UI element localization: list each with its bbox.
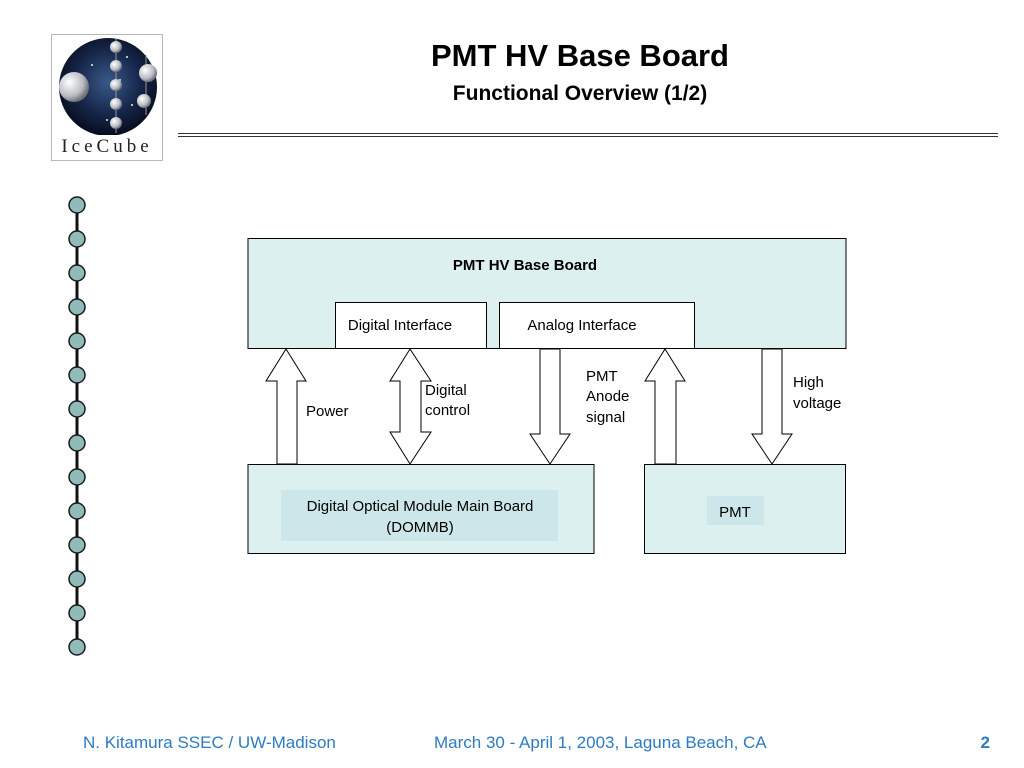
page-number: 2 [980, 733, 990, 752]
chain-bead [68, 570, 86, 588]
analog-interface-label: Analog Interface [527, 317, 636, 334]
chain-bead [68, 400, 86, 418]
pmt-anode-signal-label-line1: PMT [586, 368, 618, 385]
chain-bead [68, 502, 86, 520]
pmt-anode-signal-label-line3: signal [586, 409, 626, 426]
high-voltage-label-line2: voltage [793, 395, 842, 412]
logo-text: IceCube [61, 136, 153, 157]
beads [68, 196, 86, 656]
digital-control-double-arrow [389, 348, 432, 465]
power-arrow-up [265, 348, 307, 465]
chain-bead [68, 230, 86, 248]
high-voltage-arrow-down [751, 348, 793, 465]
chain-bead [68, 332, 86, 350]
page-subtitle: Functional Overview (1/2) [452, 82, 708, 105]
pmt-anode-signal-label-line2: Anode [586, 388, 630, 405]
chain-bead [68, 298, 86, 316]
chain-bead [68, 536, 86, 554]
digital-interface-box [335, 302, 487, 349]
digital-interface-label: Digital Interface [348, 317, 452, 334]
dommb-label-background [281, 490, 558, 541]
icecube-emblem [59, 38, 157, 136]
icecube-logo: IceCube [51, 34, 163, 161]
analog-interface-box [499, 302, 695, 349]
dommb-label-line1: Digital Optical Module Main Board [307, 498, 534, 515]
title-divider [178, 133, 998, 137]
digital-control-label-line2: control [425, 402, 471, 419]
anode-signal-arrow-down [529, 348, 571, 465]
hv-base-board-label: PMT HV Base Board [453, 257, 597, 274]
pmt-label-background [707, 496, 764, 525]
footer-author: N. Kitamura SSEC / UW-Madison [83, 733, 336, 752]
chain-bead [68, 434, 86, 452]
high-voltage-label-line1: High [793, 374, 824, 391]
chain-bead [68, 196, 86, 214]
pmt-arrow-up [644, 348, 686, 465]
dommb-label-line2: (DOMMB) [386, 519, 454, 536]
digital-control-label-line1: Digital [425, 382, 467, 399]
bead-chain-decoration [68, 196, 86, 656]
power-label: Power [306, 403, 349, 420]
footer-event: March 30 - April 1, 2003, Laguna Beach, … [434, 733, 767, 752]
chain-bead [68, 366, 86, 384]
chain-bead [68, 638, 86, 656]
chain-bead [68, 468, 86, 486]
chain-bead [68, 264, 86, 282]
page-title: PMT HV Base Board [430, 38, 729, 73]
pmt-label: PMT [719, 504, 751, 521]
chain-bead [68, 604, 86, 622]
